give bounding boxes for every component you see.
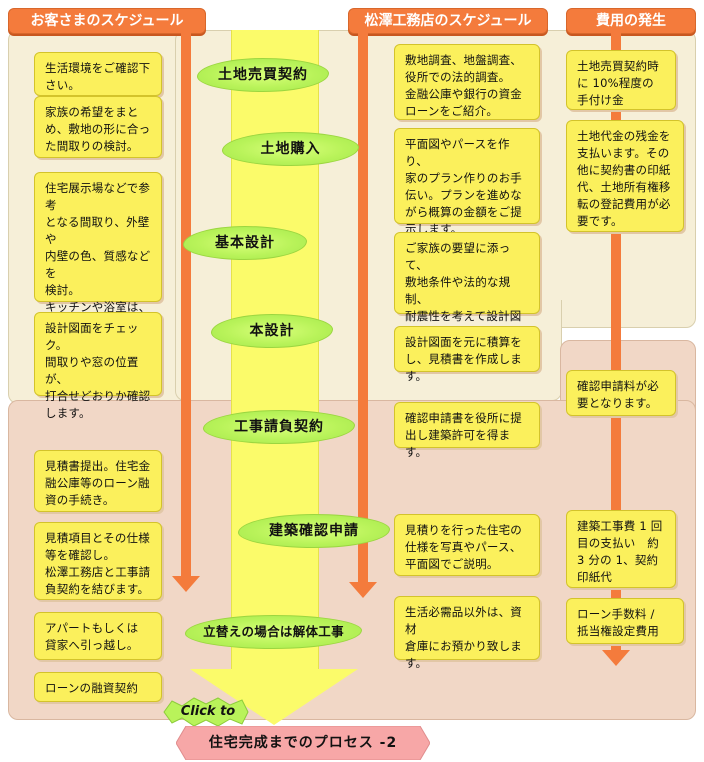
company-arrow-head — [349, 582, 377, 598]
company-note-7: 生活必需品以外は、資材 倉庫にお預かり致しま す。 — [394, 596, 540, 670]
click-to-badge[interactable] — [160, 697, 252, 727]
cost-note-3: 確認申請料が必 要となります。 — [566, 370, 676, 416]
company-note-6: 見積りを行った住宅の 仕様を写真やパース、 平面図でご説明。 — [394, 514, 540, 576]
customer-note-3: 住宅展示場などで参考 となる間取り、外壁や 内壁の色、質感などを 検討。 キッチ… — [34, 172, 162, 365]
cost-note-2: 土地代金の残金を 支払います。その 他に契約書の印紙 代、土地所有権移 転の登記… — [566, 120, 684, 232]
process-flow-bar — [231, 30, 319, 670]
company-note-4: 設計図面を元に積算を し、見積書を作成します。 — [394, 326, 540, 383]
customer-note-6: 見積項目とその仕様 等を確認し。 松澤工務店と工事請 負契約を結びます。 — [34, 522, 162, 600]
stage-detailed-design: 本設計 — [211, 314, 333, 348]
header-cost: 費用の発生 — [566, 8, 696, 34]
header-company-schedule: 松澤工務店のスケジュール — [348, 8, 548, 34]
cost-arrow-head — [602, 650, 630, 666]
stage-building-permit: 建築確認申請 — [238, 514, 390, 548]
next-process-button[interactable]: 住宅完成までのプロセス -2 — [208, 735, 398, 751]
customer-arrow-line — [181, 30, 191, 578]
cost-note-4: 建築工事費 1 回 目の支払い 約 3 分の 1、契約 印紙代 — [566, 510, 676, 588]
header-customer-schedule: お客さまのスケジュール — [8, 8, 206, 34]
cost-arrow-line — [611, 30, 621, 652]
customer-note-4: 設計図面をチェック。 間取りや窓の位置が、 打合せどおりか確認 します。 — [34, 312, 162, 420]
company-note-1: 敷地調査、地盤調査、 役所での法的調査。 金融公庫や銀行の資金 ローンをご紹介。 — [394, 44, 540, 120]
cost-note-1: 土地売買契約時 に 10%程度の 手付け金 — [566, 50, 676, 110]
customer-note-7: アパートもしくは 貸家へ引っ越し。 — [34, 612, 162, 660]
stage-basic-design: 基本設計 — [183, 226, 307, 260]
company-note-3: ご家族の要望に添って、 敷地条件や法的な規制、 耐震性を考えて設計図 面を製作し… — [394, 232, 540, 357]
stage-construction-contract: 工事請負契約 — [203, 410, 355, 444]
next-process-button-shape[interactable] — [176, 726, 430, 760]
customer-note-8: ローンの融資契約 — [34, 672, 162, 702]
customer-note-5: 見積書提出。住宅金 融公庫等のローン融 資の手続き。 — [34, 450, 162, 512]
customer-note-2: 家族の希望をまと め、敷地の形に合っ た間取りの検討。 — [34, 96, 162, 158]
company-note-2: 平面図やパースを作り、 家のプラン作りのお手 伝い。プランを進めな がら概算の金… — [394, 128, 540, 236]
stage-land-sale-contract: 土地売買契約 — [197, 58, 329, 92]
company-arrow-line — [358, 30, 368, 584]
company-note-5: 確認申請書を役所に提 出し建築許可を得ます。 — [394, 402, 540, 459]
click-badge-starburst — [163, 697, 249, 727]
stage-demolition: 立替えの場合は解体工事 — [185, 615, 362, 649]
cost-note-5: ローン手数料 / 抵当権設定費用 — [566, 598, 684, 644]
stage-land-purchase: 土地購入 — [222, 132, 359, 166]
click-to-label[interactable]: Click to — [180, 704, 236, 719]
customer-note-1: 生活環境をご確認下 さい。 — [34, 52, 162, 96]
customer-arrow-head — [172, 576, 200, 592]
